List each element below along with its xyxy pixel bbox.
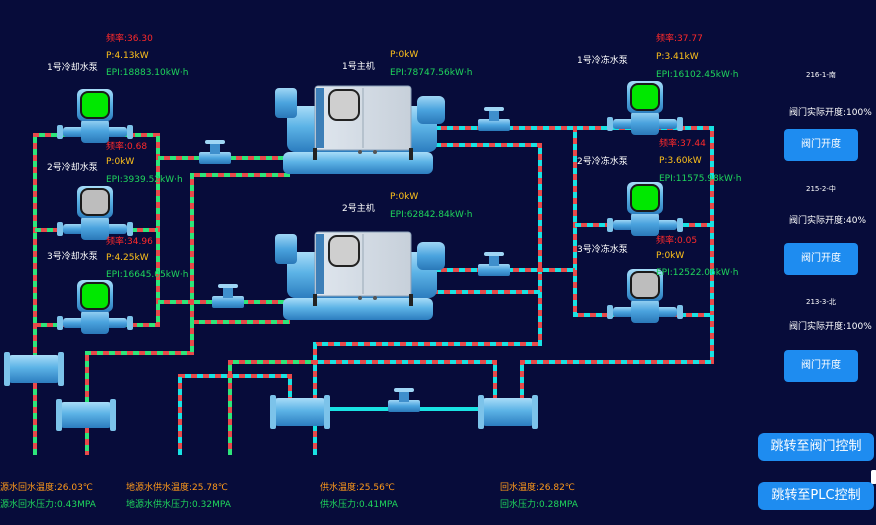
cooling-pump-1-freq: 频率:36.30 — [106, 34, 153, 44]
valve-icon — [212, 284, 244, 308]
pump-status-indicator — [630, 271, 660, 299]
supply-temp: 供水温度:25.56℃ — [320, 483, 395, 493]
valve-control-nav-button[interactable]: 跳转至阀门控制 — [758, 433, 874, 461]
valve-icon — [478, 107, 510, 131]
cooling-pump-1-epi: EPI:18883.10kW·h — [106, 68, 189, 78]
pump-group — [57, 81, 683, 334]
chilled-pump-1[interactable] — [607, 81, 683, 135]
valve-1-id: 216-1-南 — [806, 71, 836, 79]
chilled-pump-2-power: P:3.60kW — [659, 156, 702, 166]
tank-icon — [478, 395, 538, 429]
ground-supply-pressure: 地源水供水压力:0.32MPA — [126, 500, 231, 510]
return-temp: 回水温度:26.82℃ — [500, 483, 575, 493]
chilled-pump-1-power: P:3.41kW — [656, 52, 699, 62]
chiller-2-name: 2号主机 — [342, 204, 375, 214]
chilled-pump-2[interactable] — [607, 182, 683, 236]
cooling-pump-2-epi: EPI:3939.52kW·h — [106, 175, 183, 185]
cooling-pump-2-name: 2号冷却水泵 — [47, 163, 98, 173]
valve-2-opening: 阀门实际开度:40% — [789, 216, 867, 226]
ground-supply-temp: 地源水供水温度:25.78℃ — [126, 483, 228, 493]
pump-status-indicator — [80, 282, 110, 310]
cooling-pump-1-name: 1号冷却水泵 — [47, 63, 98, 73]
return-pressure: 回水压力:0.28MPA — [500, 500, 578, 510]
chilled-pump-1-epi: EPI:16102.45kW·h — [656, 70, 739, 80]
cooling-pump-3-freq: 频率:34.96 — [106, 237, 153, 247]
edge-handle[interactable] — [871, 470, 876, 484]
valve-2-opening-button[interactable]: 阀门开度 — [784, 243, 858, 275]
tank-icon — [270, 395, 330, 429]
cooling-pump-2-power: P:0kW — [106, 157, 135, 167]
valve-3-opening-button[interactable]: 阀门开度 — [784, 350, 858, 382]
cooling-pump-3[interactable] — [57, 280, 133, 334]
chiller-1[interactable] — [275, 85, 445, 174]
valve-icon — [199, 140, 231, 164]
valve-icon — [478, 252, 510, 276]
chiller-2-epi: EPI:62842.84kW·h — [390, 210, 473, 220]
chilled-pump-3-power: P:0kW — [656, 251, 685, 261]
valve-1-opening: 阀门实际开度:100% — [789, 108, 872, 118]
chiller-1-epi: EPI:78747.56kW·h — [390, 68, 473, 78]
gate-valves — [199, 107, 510, 412]
chilled-pump-2-name: 2号冷冻水泵 — [577, 157, 628, 167]
chilled-pump-3-name: 3号冷冻水泵 — [577, 245, 628, 255]
valve-3-id: 213-3-北 — [806, 298, 836, 306]
chilled-pump-1-name: 1号冷冻水泵 — [577, 56, 628, 66]
pump-status-indicator — [630, 184, 660, 212]
valve-1-opening-button[interactable]: 阀门开度 — [784, 129, 858, 161]
chilled-pump-2-epi: EPI:11575.98kW·h — [659, 174, 742, 184]
chilled-pump-2-freq: 频率:37.44 — [659, 139, 706, 149]
cooling-pump-1-power: P:4.13kW — [106, 51, 149, 61]
cooling-pump-2-freq: 频率:0.68 — [106, 142, 148, 152]
chiller-1-power: P:0kW — [390, 50, 419, 60]
plc-control-nav-button[interactable]: 跳转至PLC控制 — [758, 482, 874, 510]
pump-status-indicator — [80, 188, 110, 216]
supply-pressure: 供水压力:0.41MPA — [320, 500, 398, 510]
chilled-pump-3-freq: 频率:0.05 — [656, 236, 698, 246]
chiller-2-power: P:0kW — [390, 192, 419, 202]
cooling-pump-3-epi: EPI:16645.05kW·h — [106, 270, 189, 280]
chilled-pump-1-freq: 频率:37.77 — [656, 34, 703, 44]
cooling-pump-3-power: P:4.25kW — [106, 253, 149, 263]
chiller-2[interactable] — [275, 231, 445, 320]
tank-icon — [56, 399, 116, 431]
pump-status-indicator — [630, 83, 660, 111]
header-tanks — [4, 352, 538, 431]
cooling-pump-2[interactable] — [57, 186, 133, 240]
chiller-1-name: 1号主机 — [342, 62, 375, 72]
tank-icon — [4, 352, 64, 386]
src-return-pressure: 源水回水压力:0.43MPA — [0, 500, 96, 510]
cooling-pump-1[interactable] — [57, 89, 133, 143]
valve-icon — [388, 388, 420, 412]
valve-2-id: 215-2-中 — [806, 185, 836, 193]
src-return-temp: 源水回水温度:26.03℃ — [0, 483, 93, 493]
chilled-pump-3[interactable] — [607, 269, 683, 323]
valve-3-opening: 阀门实际开度:100% — [789, 322, 872, 332]
pump-status-indicator — [80, 91, 110, 119]
cooling-pump-3-name: 3号冷却水泵 — [47, 252, 98, 262]
chilled-pump-3-epi: EPI:12522.06kW·h — [656, 268, 739, 278]
